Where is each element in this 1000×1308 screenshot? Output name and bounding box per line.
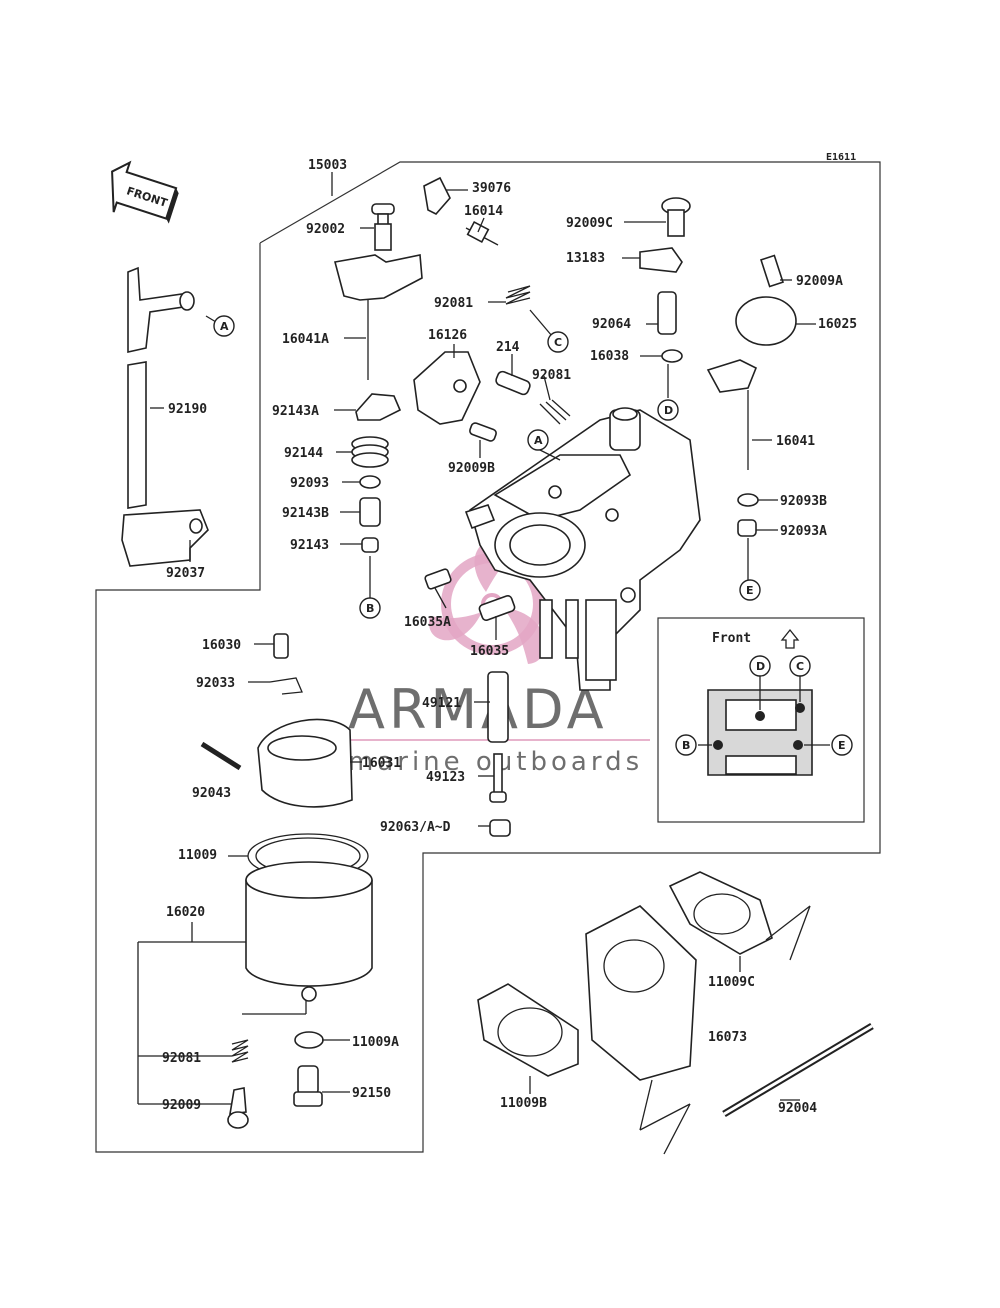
leader-lines: [137, 172, 830, 1155]
front-direction-arrow: FRONT: [111, 160, 179, 224]
part-label-92150: 92150: [352, 1086, 391, 1101]
inset-front-view: Front: [657, 617, 865, 823]
part-label-49123: 49123: [426, 770, 465, 785]
part-label-16041a: 16041A: [282, 332, 329, 347]
part-label-11009a: 11009A: [352, 1035, 399, 1050]
part-label-16126: 16126: [428, 328, 467, 343]
part-label-16025: 16025: [818, 317, 857, 332]
part-label-49121: 49121: [422, 696, 461, 711]
part-label-92009a: 92009A: [796, 274, 843, 289]
part-label-16073: 16073: [708, 1030, 747, 1045]
svg-text:B: B: [682, 739, 690, 752]
part-label-92043: 92043: [192, 786, 231, 801]
part-label-16014: 16014: [464, 204, 503, 219]
part-label-15003: 15003: [308, 158, 347, 173]
part-label-92081-bot: 92081: [162, 1051, 201, 1066]
part-label-16035: 16035: [470, 644, 509, 659]
lower-parts-drawings: [200, 633, 874, 1129]
diagram-code: E1611: [826, 152, 856, 163]
part-label-39076: 39076: [472, 181, 511, 196]
svg-text:C: C: [796, 660, 804, 673]
callout-d-inset: D: [749, 655, 771, 677]
svg-text:E: E: [746, 584, 754, 597]
part-label-92081-mid: 92081: [532, 368, 571, 383]
part-label-13183: 13183: [566, 251, 605, 266]
part-label-92033: 92033: [196, 676, 235, 691]
part-label-11009c: 11009C: [708, 975, 755, 990]
part-label-92093b: 92093B: [780, 494, 827, 509]
watermark-title: ARMADA: [348, 678, 608, 741]
part-label-92190: 92190: [168, 402, 207, 417]
part-label-92063: 92063/A~D: [380, 820, 451, 835]
callout-d-main: D: [657, 399, 679, 421]
svg-text:D: D: [664, 404, 673, 417]
callout-b-main: B: [359, 597, 381, 619]
part-label-214: 214: [496, 340, 520, 355]
part-label-92009c: 92009C: [566, 216, 613, 231]
part-label-92004: 92004: [778, 1101, 817, 1116]
part-label-11009b: 11009B: [500, 1096, 547, 1111]
callout-b-inset: B: [675, 734, 697, 756]
svg-text:E: E: [838, 739, 846, 752]
svg-text:A: A: [220, 320, 229, 333]
part-label-92064: 92064: [592, 317, 631, 332]
part-label-92081-top: 92081: [434, 296, 473, 311]
part-label-11009: 11009: [178, 848, 217, 863]
part-label-92093: 92093: [290, 476, 329, 491]
part-label-92143b: 92143B: [282, 506, 329, 521]
inset-title: Front: [712, 631, 751, 646]
part-labels: 15003 39076 16014 92009C 92002 13183 920…: [162, 158, 857, 1116]
part-label-92009b: 92009B: [448, 461, 495, 476]
part-label-92143: 92143: [290, 538, 329, 553]
svg-text:A: A: [534, 434, 543, 447]
callout-e-inset: E: [831, 734, 853, 756]
part-label-92143a: 92143A: [272, 404, 319, 419]
part-label-92037: 92037: [166, 566, 205, 581]
part-label-92002: 92002: [306, 222, 345, 237]
part-label-92144: 92144: [284, 446, 323, 461]
part-label-16035a: 16035A: [404, 615, 451, 630]
part-label-16030: 16030: [202, 638, 241, 653]
carburetor-body-drawing: [464, 407, 701, 691]
part-label-16041: 16041: [776, 434, 815, 449]
callout-a-body: A: [527, 429, 549, 451]
part-label-92093a: 92093A: [780, 524, 827, 539]
svg-text:C: C: [554, 336, 562, 349]
part-label-16031: 16031: [362, 756, 401, 771]
callout-e-main: E: [739, 579, 761, 601]
upper-parts-drawings: [334, 176, 797, 622]
callout-c-main: C: [547, 331, 569, 353]
svg-text:D: D: [756, 660, 765, 673]
assembly-frame: [95, 161, 881, 1153]
part-label-16038: 16038: [590, 349, 629, 364]
part-label-92009: 92009: [162, 1098, 201, 1113]
callout-c-inset: C: [789, 655, 811, 677]
part-label-16020: 16020: [166, 905, 205, 920]
svg-text:B: B: [366, 602, 374, 615]
fuel-pipe-drawing: [121, 266, 209, 567]
callout-a-main: A: [213, 315, 235, 337]
